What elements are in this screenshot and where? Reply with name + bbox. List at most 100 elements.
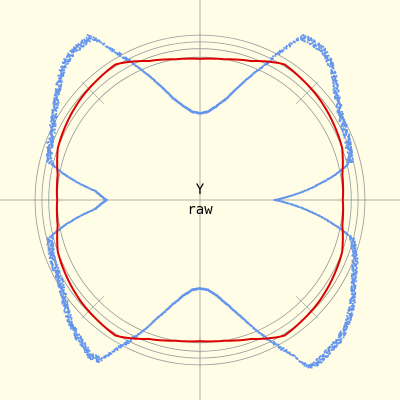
- raw-trace-point: [352, 289, 354, 291]
- raw-trace-point: [177, 298, 180, 301]
- raw-trace-point: [258, 67, 261, 70]
- raw-trace-point: [332, 88, 335, 91]
- raw-trace-point: [282, 49, 285, 52]
- raw-trace-point: [55, 96, 58, 98]
- raw-trace-point: [351, 296, 353, 299]
- raw-trace-point: [63, 292, 66, 294]
- raw-trace-point: [329, 176, 332, 179]
- raw-trace-point: [147, 325, 149, 328]
- raw-trace-point: [349, 299, 352, 302]
- raw-trace-point: [323, 54, 326, 57]
- raw-trace-point: [313, 212, 316, 215]
- raw-trace-point: [50, 117, 53, 120]
- raw-trace-point: [61, 172, 64, 175]
- raw-trace-point: [50, 157, 52, 160]
- raw-trace-point: [346, 312, 349, 314]
- raw-trace-point: [152, 320, 155, 323]
- raw-trace-point: [168, 307, 170, 310]
- raw-trace-point: [257, 69, 259, 72]
- raw-trace-point: [334, 81, 337, 84]
- raw-trace-point: [67, 319, 70, 321]
- raw-trace-point: [82, 345, 85, 348]
- raw-trace-point: [129, 338, 132, 341]
- raw-trace-point: [164, 310, 167, 313]
- raw-trace-point: [285, 196, 288, 198]
- raw-trace-point: [316, 184, 318, 186]
- raw-trace-point: [51, 252, 54, 255]
- raw-trace-point: [350, 301, 352, 304]
- raw-trace-point: [57, 280, 60, 283]
- raw-trace-point: [291, 42, 293, 45]
- raw-trace-point: [348, 133, 350, 136]
- raw-trace-point: [276, 199, 279, 202]
- raw-trace-point: [310, 366, 313, 369]
- raw-trace-point: [320, 47, 323, 50]
- raw-trace-point: [343, 332, 345, 335]
- raw-trace-point: [103, 356, 105, 359]
- raw-trace-point: [94, 356, 97, 359]
- raw-trace-point: [145, 73, 148, 75]
- raw-trace-point: [64, 174, 66, 176]
- raw-trace-point: [342, 328, 345, 331]
- raw-trace-point: [348, 154, 351, 157]
- raw-trace-point: [338, 105, 341, 108]
- raw-trace-point: [80, 338, 82, 340]
- raw-trace-point: [79, 47, 81, 49]
- raw-trace-point: [335, 82, 338, 85]
- raw-trace-point: [108, 47, 110, 50]
- raw-trace-point: [347, 316, 349, 319]
- raw-trace-point: [126, 339, 129, 342]
- raw-trace-point: [349, 317, 351, 320]
- raw-trace-point: [72, 51, 75, 54]
- raw-trace-point: [125, 59, 128, 61]
- raw-trace-point: [349, 159, 351, 162]
- raw-trace-point: [87, 39, 90, 42]
- raw-trace-point: [59, 275, 62, 278]
- raw-trace-point: [50, 116, 52, 119]
- raw-trace-point: [75, 338, 77, 341]
- raw-trace-point: [72, 326, 75, 329]
- raw-trace-point: [48, 137, 51, 140]
- raw-trace-point: [95, 360, 98, 363]
- raw-trace-point: [273, 341, 275, 343]
- raw-trace-point: [81, 45, 84, 48]
- raw-trace-point: [323, 358, 325, 360]
- raw-trace-point: [317, 361, 319, 364]
- raw-trace-point: [335, 75, 338, 77]
- raw-trace-point: [334, 80, 337, 83]
- raw-trace-point: [308, 210, 310, 212]
- raw-trace-point: [87, 353, 90, 356]
- raw-trace-point: [338, 333, 340, 336]
- raw-trace-point: [86, 34, 89, 36]
- raw-trace-point: [299, 36, 302, 39]
- raw-trace-point: [336, 104, 338, 107]
- raw-trace-point: [320, 358, 322, 361]
- raw-trace-point: [63, 58, 66, 60]
- raw-trace-point: [69, 177, 71, 180]
- raw-trace-point: [118, 53, 121, 55]
- raw-trace-point: [56, 275, 59, 277]
- raw-trace-point: [348, 306, 351, 308]
- raw-trace-point: [53, 115, 56, 118]
- raw-trace-point: [65, 316, 68, 318]
- raw-trace-point: [56, 270, 59, 272]
- raw-trace-point: [354, 301, 356, 304]
- raw-trace-point: [334, 173, 337, 176]
- raw-trace-point: [334, 89, 337, 92]
- raw-trace-point: [334, 344, 336, 347]
- raw-trace-point: [339, 333, 342, 335]
- raw-trace-point: [354, 287, 357, 290]
- raw-trace-point: [311, 42, 314, 44]
- raw-trace-point: [60, 70, 62, 72]
- raw-trace-point: [339, 120, 342, 122]
- raw-trace-point: [77, 43, 80, 46]
- raw-trace-point: [50, 257, 53, 260]
- raw-trace-point: [217, 295, 219, 298]
- raw-trace-point: [297, 39, 299, 41]
- raw-trace-point: [57, 266, 60, 269]
- raw-trace-point: [85, 212, 88, 214]
- raw-trace-point: [97, 355, 100, 358]
- raw-trace-point: [335, 92, 338, 95]
- raw-trace-point: [342, 116, 344, 119]
- raw-trace-point: [338, 118, 341, 121]
